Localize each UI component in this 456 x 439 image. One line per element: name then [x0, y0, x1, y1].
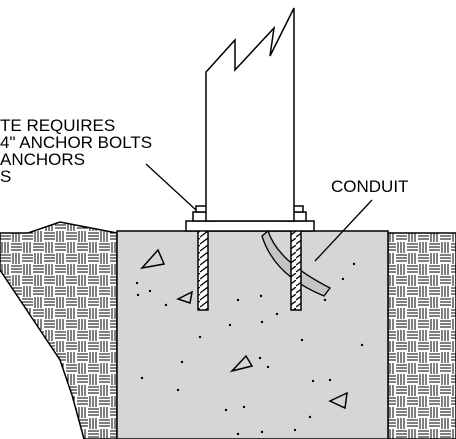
aggregate-dots [135, 262, 364, 436]
anchor-bolt-right [290, 218, 302, 311]
base-plate-note-line-2: 4" ANCHOR BOLTS [0, 133, 152, 152]
conduit-label: CONDUIT [331, 177, 408, 196]
anchor-bolt-left [197, 218, 209, 311]
conduit-pipe [261, 229, 331, 297]
pole-post [205, 7, 295, 222]
soil-left [0, 221, 118, 439]
soil-right [387, 232, 456, 439]
conduit-leader [314, 199, 373, 262]
base-plate [185, 220, 315, 232]
concrete-foundation [116, 230, 389, 439]
base-plate-note-line-4: S [0, 167, 11, 186]
aggregate-markings [139, 248, 348, 410]
base-plate-note: TE REQUIRES 4" ANCHOR BOLTS ANCHORS S [0, 116, 152, 186]
base-plate-note-leader [145, 163, 197, 211]
base-plate-note-line-3: ANCHORS [0, 150, 85, 169]
base-plate-note-line-1: TE REQUIRES [0, 116, 115, 135]
